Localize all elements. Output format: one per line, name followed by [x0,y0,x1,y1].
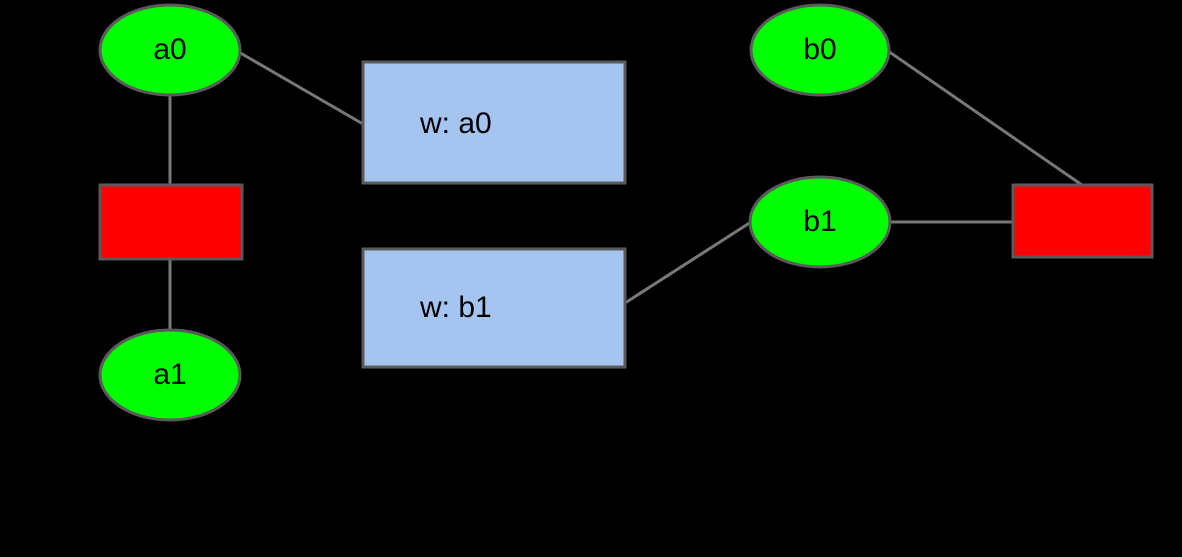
blue-rect-w-a0-label: w: a0 [419,107,492,140]
blue-rect-w-a0[interactable] [361,60,627,185]
edge-a0-to-blue-a0 [236,49,364,126]
node-red-a[interactable] [98,183,244,261]
red-rect-left[interactable] [98,183,244,261]
node-blue-b1[interactable]: w: b1 [361,247,627,369]
ellipse-a1[interactable] [98,328,242,422]
node-layer: w: a0 w: b1 a0 a1 b0 b1 [98,3,1154,422]
ellipse-a1-label: a1 [153,358,186,391]
blue-rect-w-b1[interactable] [361,247,627,369]
edge-layer [168,49,1083,330]
node-a0[interactable]: a0 [98,3,242,97]
node-b0[interactable]: b0 [749,3,891,97]
red-rect-right[interactable] [1011,183,1154,259]
ellipse-b1-label: b1 [803,205,836,238]
ellipse-b0-label: b0 [803,33,836,66]
blue-rect-w-b1-label: w: b1 [419,291,492,324]
node-b1[interactable]: b1 [748,175,892,269]
ellipse-b0[interactable] [749,3,891,97]
node-red-b[interactable] [1011,183,1154,259]
edge-b0-to-red-b [887,49,1083,187]
edge-blue-b1-to-b1 [624,220,752,305]
ellipse-a0-label: a0 [153,33,186,66]
ellipse-a0[interactable] [98,3,242,97]
node-a1[interactable]: a1 [98,328,242,422]
node-blue-a0[interactable]: w: a0 [361,60,627,185]
ellipse-b1[interactable] [748,175,892,269]
